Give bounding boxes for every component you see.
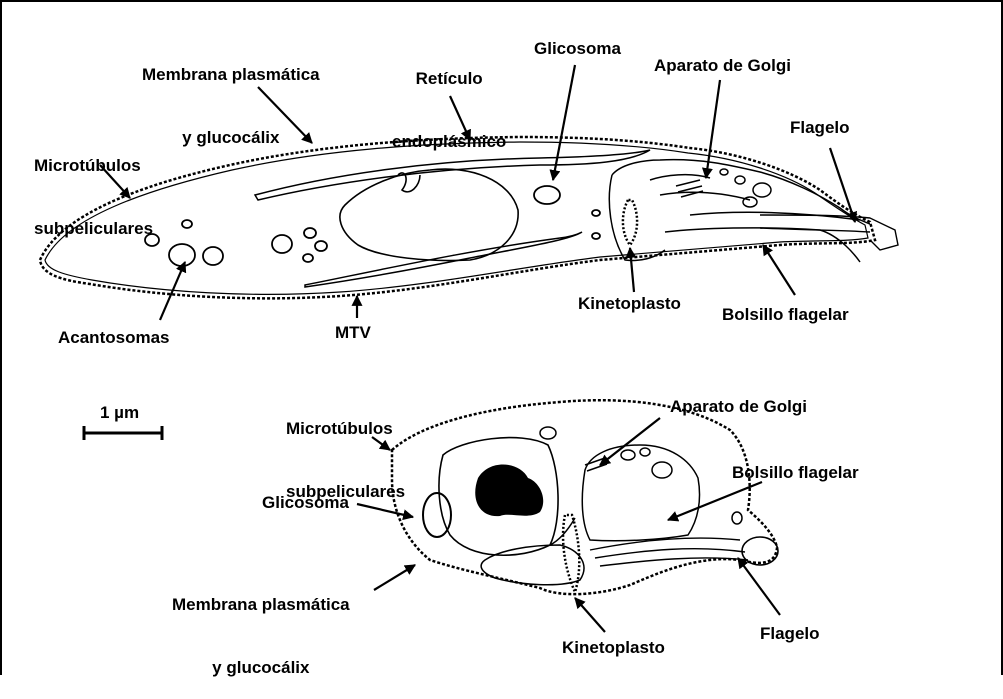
arrow-kinetoplasto-bot — [575, 598, 605, 632]
label-glicosoma-bot: Glicosoma — [262, 492, 349, 513]
label-acantosomas: Acantosomas — [58, 327, 169, 348]
flagellar-pocket-top — [612, 160, 870, 262]
arrow-flagelo-bot — [738, 558, 780, 615]
label-bolsillo-bot: Bolsillo flagelar — [732, 462, 859, 483]
golgi-bottom — [540, 427, 742, 524]
nucleus — [340, 169, 518, 260]
arrow-golgi-bot — [600, 418, 660, 465]
label-flagelo-top: Flagelo — [790, 117, 850, 138]
arrow-membrana-bot — [374, 565, 415, 590]
er-lower — [305, 232, 582, 287]
acanthosomes — [145, 210, 600, 266]
bottom-cell — [392, 400, 778, 594]
scale-bar — [84, 426, 162, 440]
label-golgi-bot: Aparato de Golgi — [670, 396, 807, 417]
label-bolsillo-top: Bolsillo flagelar — [722, 304, 849, 325]
label-flagelo-bot: Flagelo — [760, 623, 820, 644]
label-reticulo: Retículo endoplásmico — [392, 26, 506, 173]
label-kinetoplasto-bot: Kinetoplasto — [562, 637, 665, 658]
label-golgi-top: Aparato de Golgi — [654, 55, 791, 76]
glycosome-top — [534, 186, 560, 204]
flagellum-bottom — [590, 538, 748, 566]
label-membrana-bot: Membrana plasmática y glucocálix — [172, 552, 350, 699]
label-kinetoplasto-top: Kinetoplasto — [578, 293, 681, 314]
label-glicosoma-top: Glicosoma — [534, 38, 621, 59]
label-membrana-top: Membrana plasmática y glucocálix — [142, 22, 320, 169]
glycosome-bottom — [423, 493, 451, 537]
kinetoplast-top — [623, 200, 637, 245]
label-scale-bar: 1 µm — [100, 402, 139, 423]
label-mtv: MTV — [335, 322, 371, 343]
nucleolus — [475, 464, 543, 516]
arrow-bolsillo-top — [763, 245, 795, 295]
label-microtubulos-top: Microtúbulos subpeliculares — [34, 113, 153, 260]
arrow-glicosoma-top — [553, 65, 575, 180]
